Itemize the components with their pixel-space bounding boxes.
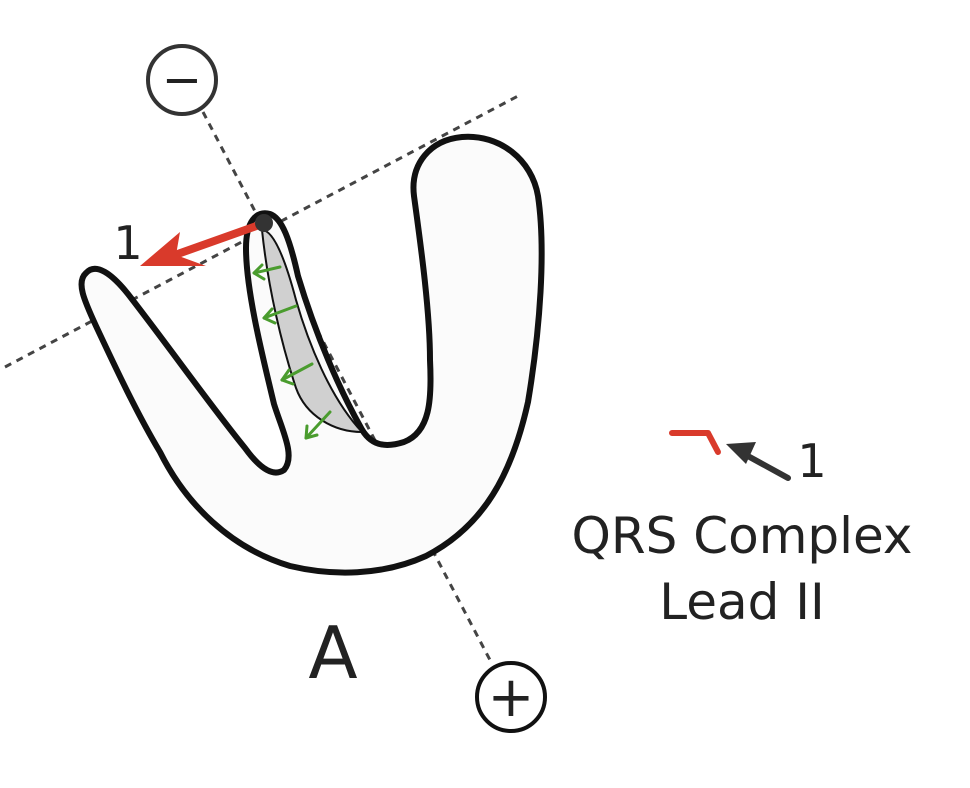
negative-pole-marker: − xyxy=(146,44,218,116)
negative-pole-symbol: − xyxy=(162,52,202,108)
activation-arrow-2 xyxy=(262,304,298,325)
vector-1-arrow xyxy=(168,220,266,260)
legend-caption-line2: Lead II xyxy=(659,573,825,631)
septal-activation-arrows xyxy=(252,263,332,440)
panel-label: A xyxy=(308,611,357,695)
vector-1-arrowhead xyxy=(140,232,206,266)
legend-pointer-arrowhead xyxy=(726,442,756,464)
activation-arrow-3 xyxy=(280,362,314,386)
septum-depolarization-region xyxy=(261,229,363,433)
legend-caption-line1: QRS Complex xyxy=(571,507,912,565)
legend-pointer-arrow xyxy=(743,452,791,481)
legend-vector-label: 1 xyxy=(797,434,826,488)
activation-arrow-4 xyxy=(304,410,332,440)
qrs-legend: 1 QRS Complex Lead II xyxy=(571,430,913,631)
vector-origin-dot xyxy=(255,214,273,232)
qrs-deflection-trace xyxy=(669,430,721,455)
vector-1-label: 1 xyxy=(113,216,142,270)
positive-pole-marker: + xyxy=(475,661,547,733)
activation-arrow-1 xyxy=(252,263,282,281)
positive-pole-symbol: + xyxy=(488,665,535,730)
